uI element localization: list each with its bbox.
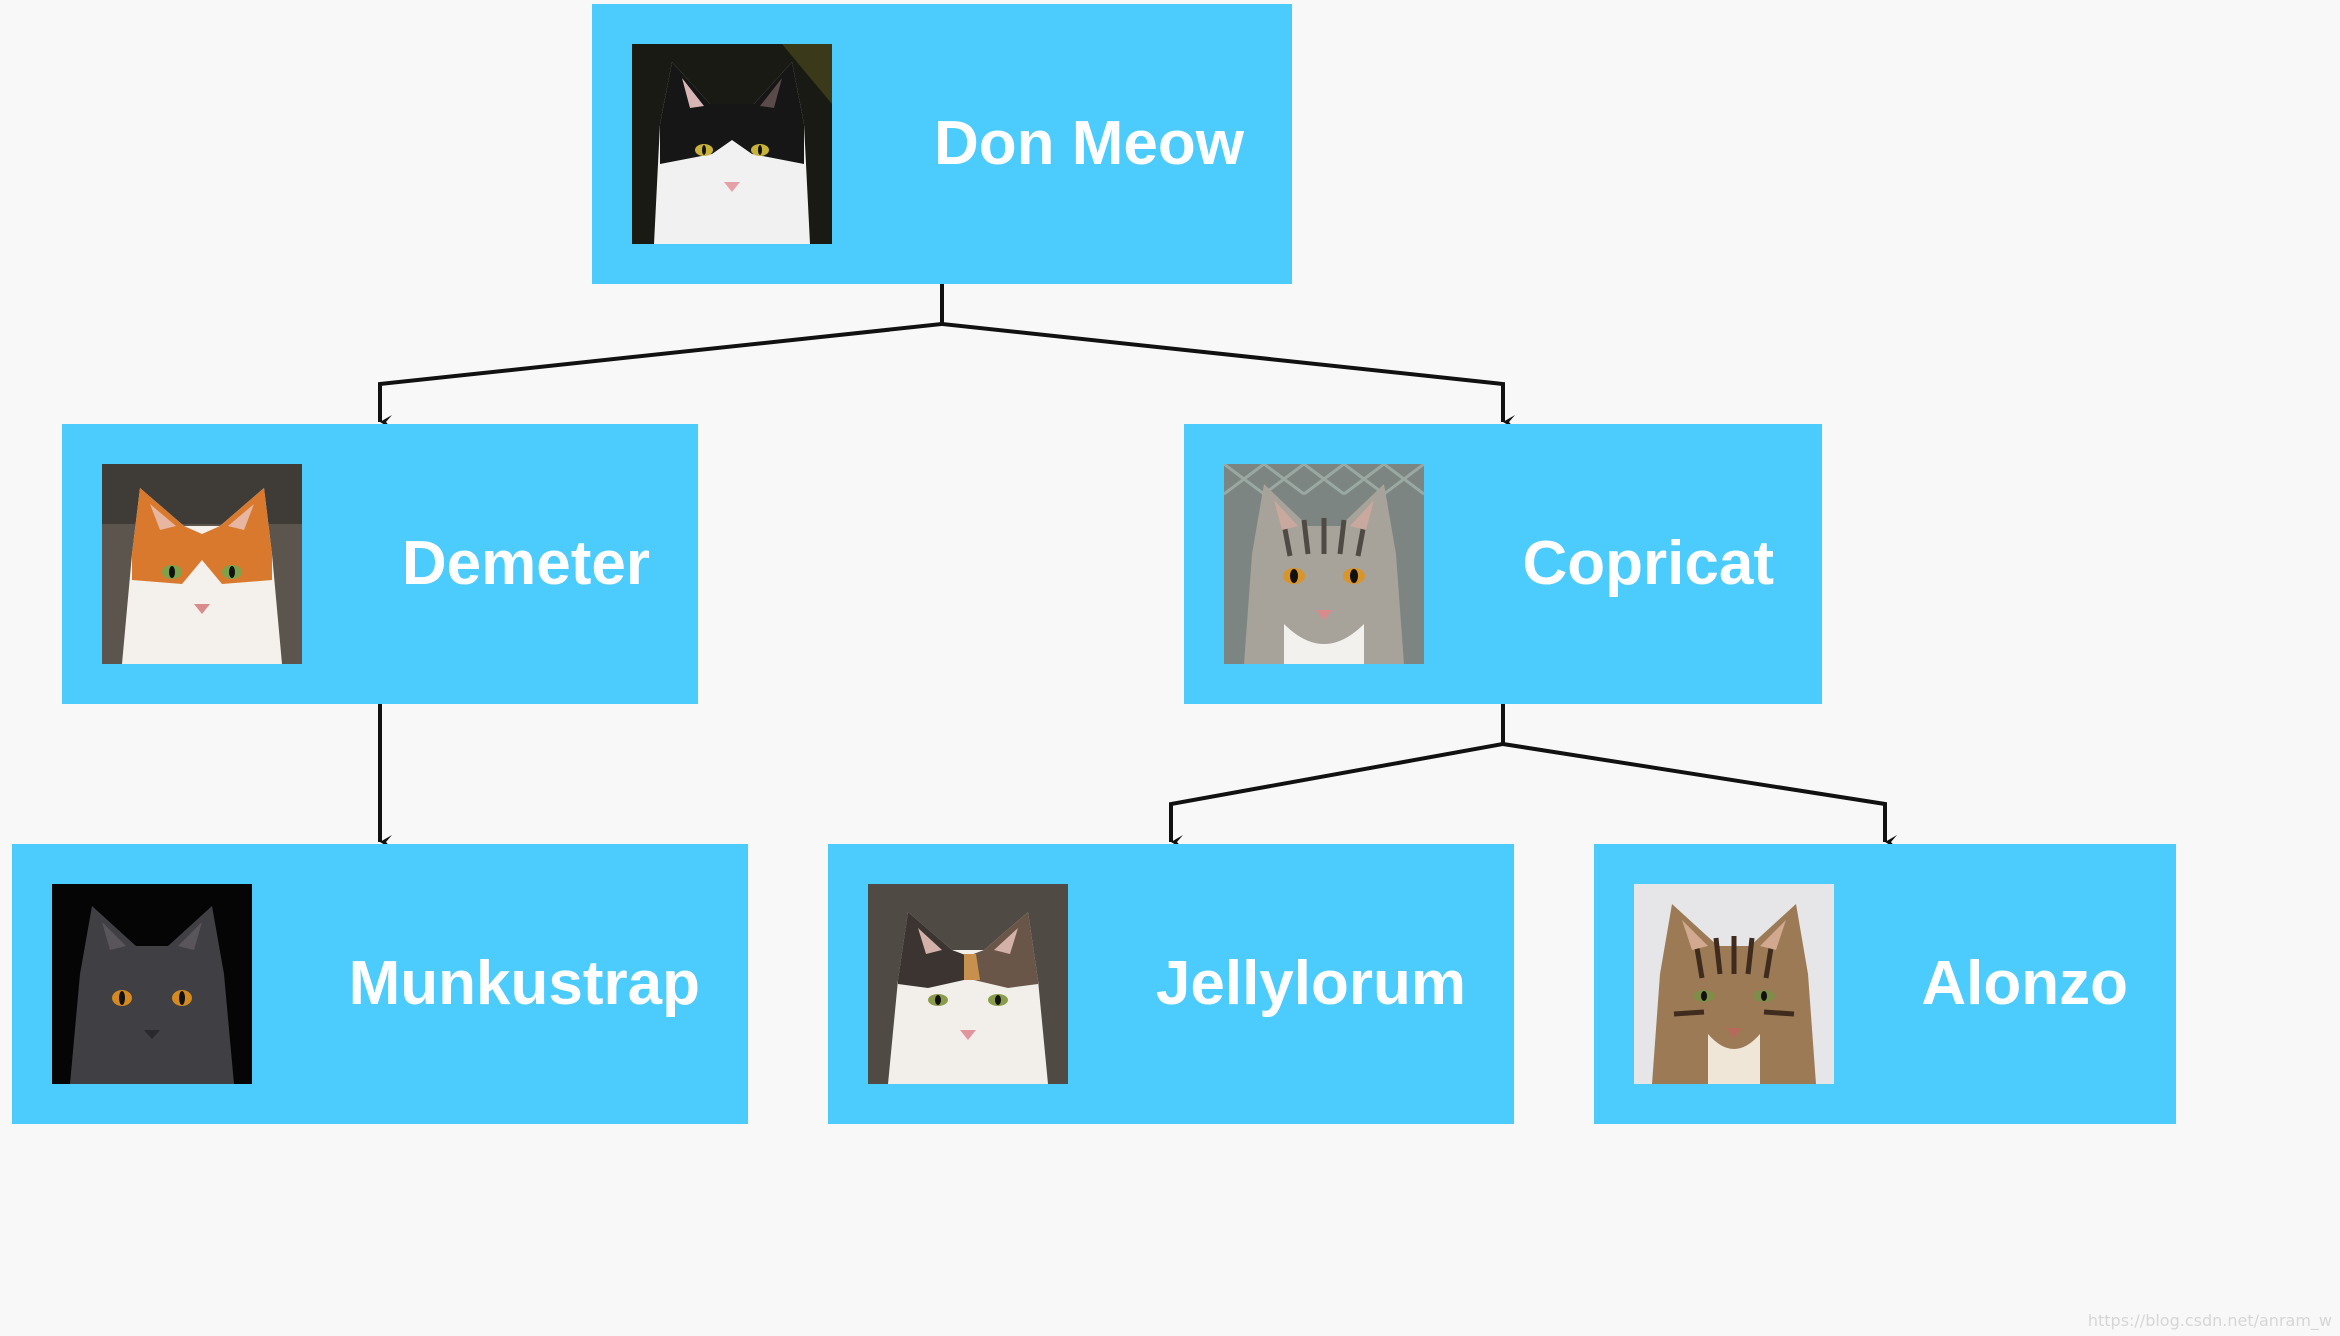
- node-munkustrap: Munkustrap: [12, 844, 748, 1124]
- node-jellylorum: Jellylorum: [828, 844, 1514, 1124]
- node-name: Jellylorum: [1155, 949, 1466, 1018]
- watermark: https://blog.csdn.net/anram_w: [2087, 1311, 2332, 1330]
- edge-don-meow-to-demeter: [378, 284, 944, 429]
- node-name: Copricat: [1522, 529, 1774, 598]
- node-name: Munkustrap: [348, 949, 700, 1018]
- node-alonzo: Alonzo: [1594, 844, 2176, 1124]
- grey-tabby-cat-photo: [1224, 464, 1424, 664]
- black-white-cat-photo: [632, 44, 832, 244]
- calico-cat-photo: [868, 884, 1068, 1084]
- orange-white-cat-photo: [102, 464, 302, 664]
- brown-tabby-cat-photo: [1634, 884, 1834, 1084]
- node-don-meow: Don Meow: [592, 4, 1292, 284]
- node-demeter: Demeter: [62, 424, 698, 704]
- node-name: Don Meow: [934, 109, 1244, 178]
- node-copricat: Copricat: [1184, 424, 1822, 704]
- edge-copricat-to-alonzo: [1501, 704, 1897, 849]
- edge-don-meow-to-copricat: [940, 284, 1515, 429]
- node-name: Alonzo: [1921, 949, 2128, 1018]
- node-name: Demeter: [401, 529, 650, 598]
- grey-cat-photo: [52, 884, 252, 1084]
- edge-copricat-to-jellylorum: [1169, 704, 1505, 849]
